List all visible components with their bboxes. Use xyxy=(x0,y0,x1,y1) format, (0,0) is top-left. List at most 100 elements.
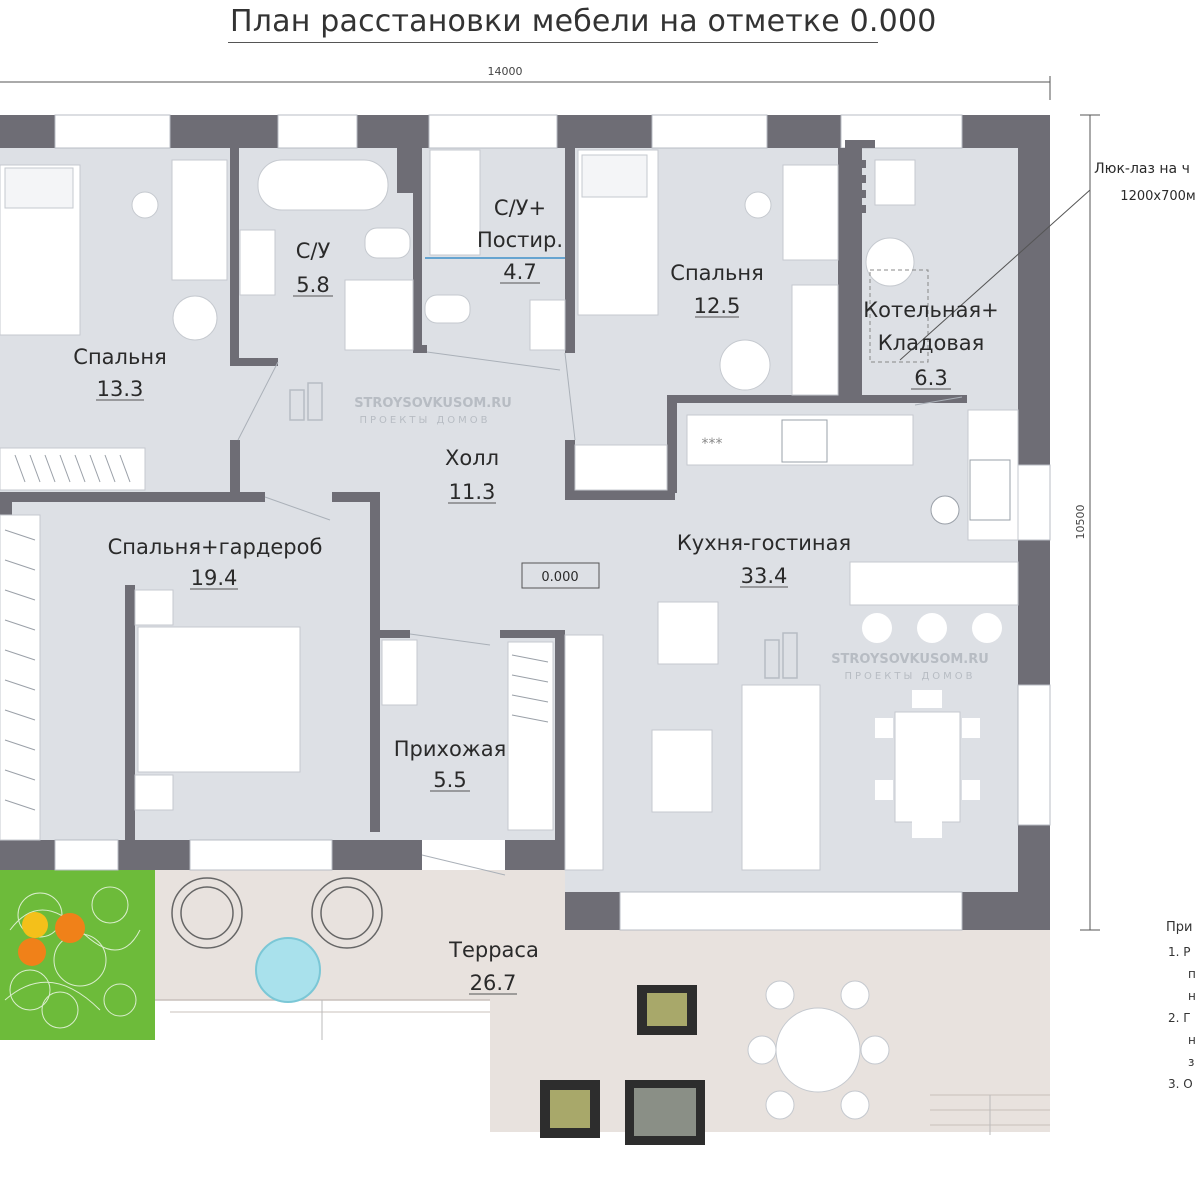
chair-right xyxy=(744,191,772,219)
toilet-su xyxy=(364,227,411,259)
watermark-logo xyxy=(289,382,798,679)
note-item: н xyxy=(1188,989,1196,1003)
note-item: п xyxy=(1188,967,1196,981)
plan-labels: 14000 10500 Люк-лаз на ч 1200х700м Спаль… xyxy=(73,65,1195,995)
fridge xyxy=(574,444,668,491)
door-swings xyxy=(237,351,963,876)
dim-width: 14000 xyxy=(488,65,523,78)
dining-table xyxy=(894,711,961,823)
roof-hatch xyxy=(869,269,929,363)
room-area: 13.3 xyxy=(97,377,144,401)
closet-master xyxy=(0,514,41,841)
nightstand xyxy=(134,589,174,626)
stove-mark: *** xyxy=(702,436,723,452)
desk-left xyxy=(171,159,228,281)
terrace-armchairs xyxy=(540,985,705,1145)
round-table-right xyxy=(719,339,771,391)
sink-su2 xyxy=(529,299,566,351)
cooktop xyxy=(781,419,828,463)
watermark-site: STROYSOVKUSOM.RU xyxy=(354,396,512,411)
flower xyxy=(55,913,85,943)
room-name: Прихожая xyxy=(394,737,506,761)
flower xyxy=(18,938,46,966)
hangers-master xyxy=(4,529,36,811)
room-area: 26.7 xyxy=(470,971,517,995)
windows xyxy=(54,114,1051,931)
room-area: 4.7 xyxy=(503,260,536,284)
room-name: Кухня-гостиная xyxy=(677,531,851,555)
room-name: Спальня xyxy=(73,345,166,369)
room-area: 6.3 xyxy=(914,366,947,390)
note-item: з xyxy=(1188,1055,1195,1069)
hall-closet xyxy=(507,641,554,831)
room-area: 19.4 xyxy=(191,566,238,590)
room-area: 33.4 xyxy=(741,564,788,588)
shoe-cabinet xyxy=(381,639,418,706)
desk-right xyxy=(782,164,839,261)
room-name: Холл xyxy=(445,446,499,470)
room-area: 5.5 xyxy=(433,768,466,792)
hangers-left xyxy=(14,454,131,483)
level-mark-box xyxy=(521,562,600,589)
coffee-table xyxy=(651,729,713,813)
round-table-left xyxy=(172,295,218,341)
boiler-unit xyxy=(874,159,916,206)
wardrobe-right xyxy=(791,284,839,396)
dimension-lines xyxy=(0,76,1100,931)
room-name: Котельная+ xyxy=(863,298,999,322)
terrace-lounge-chairs xyxy=(171,877,383,949)
vent-grille xyxy=(852,160,866,213)
chair-left xyxy=(131,191,159,219)
room-name: С/У xyxy=(296,239,331,263)
room-area: 5.8 xyxy=(296,273,329,297)
title-underline xyxy=(228,42,878,43)
room-name: Спальня+гардероб xyxy=(108,535,323,559)
bar-stool xyxy=(862,613,892,643)
watermark-sub: ПРОЕКТЫ ДОМОВ xyxy=(360,415,491,426)
sink-su xyxy=(239,229,276,296)
room-name: Терраса xyxy=(448,938,539,962)
hatch-line1: Люк-лаз на ч xyxy=(1094,161,1190,177)
water-tank xyxy=(865,237,915,287)
exterior-walls xyxy=(0,115,1050,930)
terrace-pool-table xyxy=(255,937,321,1003)
note-item: н xyxy=(1188,1033,1196,1047)
note-item: 1. Р xyxy=(1168,945,1191,959)
nightstand xyxy=(134,774,174,811)
page-title: План расстановки мебели на отметке 0.000 xyxy=(230,4,937,39)
notes-title: При xyxy=(1166,920,1193,935)
toilet-su2 xyxy=(424,294,471,324)
watermark-sub: ПРОЕКТЫ ДОМОВ xyxy=(845,671,976,682)
room-area: 12.5 xyxy=(694,294,741,318)
flower xyxy=(22,912,48,938)
note-item: 2. Г xyxy=(1168,1011,1191,1025)
room-name: С/У+ xyxy=(494,196,546,220)
bar-counter xyxy=(849,561,1019,606)
room-name: Кладовая xyxy=(878,331,984,355)
boiler-su2 xyxy=(429,149,481,256)
tv-unit xyxy=(564,634,604,871)
hatch-line2: 1200х700м xyxy=(1120,189,1195,204)
dining-chairs xyxy=(875,690,980,838)
shower-su xyxy=(344,279,414,351)
bed-left xyxy=(0,164,81,336)
bed-right xyxy=(577,149,659,316)
bar-stool xyxy=(917,613,947,643)
sofa xyxy=(741,684,821,871)
watermark-site: STROYSOVKUSOM.RU xyxy=(831,652,989,667)
terrace-dining xyxy=(747,980,890,1120)
level-mark: 0.000 xyxy=(541,570,578,585)
note-item: 3. О xyxy=(1168,1077,1193,1091)
bar-stool xyxy=(972,613,1002,643)
room-name: Постир. xyxy=(477,228,563,252)
armchair xyxy=(657,601,719,665)
hangers-hall xyxy=(511,654,549,723)
cook-figure xyxy=(930,495,960,525)
dim-height: 10500 xyxy=(1074,505,1087,540)
wardrobe-left xyxy=(0,447,146,491)
kitchen-sink xyxy=(969,459,1011,521)
bathtub xyxy=(257,159,389,211)
room-name: Спальня xyxy=(670,261,763,285)
bed-master xyxy=(137,626,301,773)
